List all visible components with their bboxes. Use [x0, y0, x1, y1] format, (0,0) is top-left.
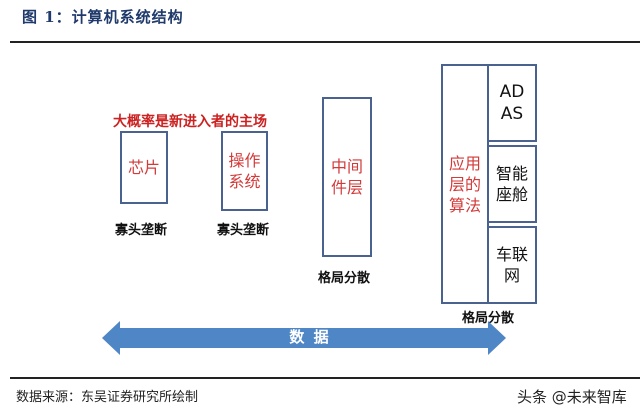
- os-block: 操作 系统: [221, 131, 268, 211]
- middleware-label-line2: 件层: [330, 178, 363, 197]
- iov-line2: 网: [503, 266, 520, 285]
- bottom-divider: [10, 377, 640, 379]
- smart-cockpit-block: 智能 座舱: [487, 145, 537, 223]
- adas-line1: AD: [499, 82, 525, 102]
- adas-block: AD AS: [487, 64, 537, 142]
- app-status: 格局分散: [462, 311, 515, 326]
- os-status: 寡头垄断: [217, 223, 270, 238]
- double-arrow-icon: [102, 321, 506, 355]
- data-arrow-label: 数 据: [289, 328, 331, 346]
- os-label-line1: 操作: [228, 151, 261, 170]
- app-label-line1: 应用: [448, 153, 481, 173]
- watermark: 头条 @未来智库: [517, 388, 627, 406]
- new-entrant-caption: 大概率是新进入者的主场: [113, 114, 267, 130]
- chip-label: 芯片: [127, 158, 160, 177]
- app-label-line3: 算法: [448, 195, 481, 215]
- app-algorithm-block: 应用 层的 算法: [441, 64, 489, 304]
- source-note: 数据来源：东吴证券研究所绘制: [16, 390, 199, 405]
- iov-line1: 车联: [495, 245, 528, 264]
- figure-title: 图 1：计算机系统结构: [22, 8, 184, 26]
- chip-status: 寡头垄断: [115, 223, 168, 238]
- top-divider: [10, 41, 640, 43]
- adas-line2: AS: [500, 104, 524, 124]
- chip-block: 芯片: [120, 131, 168, 204]
- middleware-label-line1: 中间: [330, 157, 363, 176]
- middleware-status: 格局分散: [318, 271, 371, 286]
- middleware-block: 中间 件层: [322, 97, 372, 257]
- iov-block: 车联 网: [487, 226, 537, 304]
- cockpit-line1: 智能: [495, 164, 528, 183]
- os-label-line2: 系统: [228, 172, 261, 191]
- cockpit-line2: 座舱: [495, 185, 528, 204]
- app-label-line2: 层的: [448, 174, 481, 194]
